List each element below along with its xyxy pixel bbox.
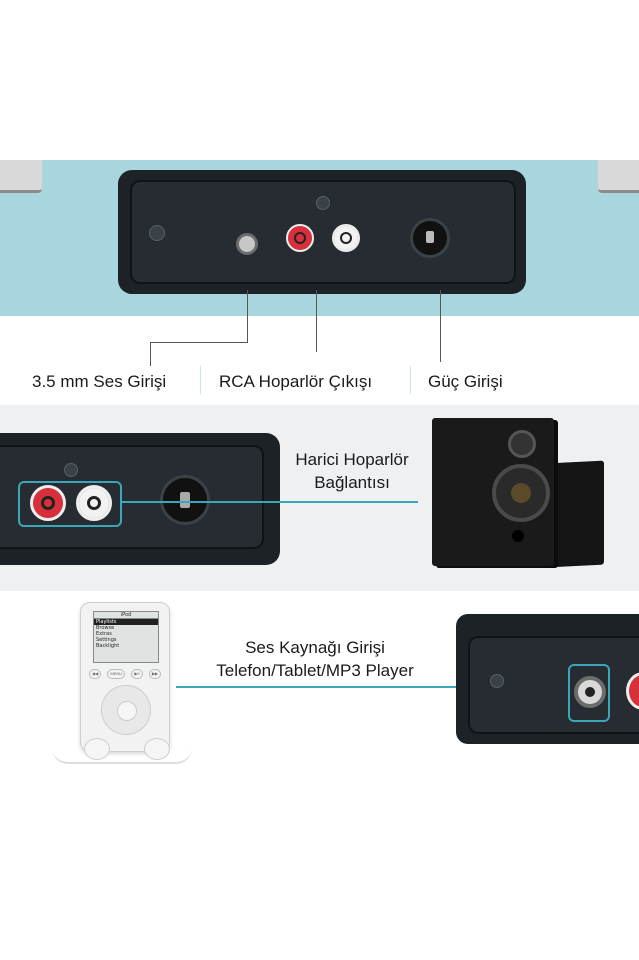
earbud-cable [52,748,192,764]
aux-jack-icon [574,676,606,708]
ipod-buttons-row: ◀◀ MENU ▶II ▶▶ [89,669,161,679]
ipod-button: ▶II [131,669,143,679]
separator [200,366,201,394]
label-rca-out: RCA Hoparlör Çıkışı [219,372,373,391]
leader-line [150,342,248,343]
separator [410,366,411,394]
connector-line [120,501,418,503]
leader-line [247,290,248,342]
screw-icon [149,225,165,241]
jack-plate [118,170,526,294]
ipod-device: iPod Playlists Browse Extras Settings Ba… [80,602,170,752]
ipod-title: iPod [94,612,158,619]
leader-line [440,290,441,362]
rca-red-jack-icon [30,485,66,521]
caption-speaker-line1: Harici Hoparlör [295,450,409,469]
ipod-menu-item: Playlists [94,619,158,625]
caption-source: Ses Kaynağı Girişi Telefon/Tablet/MP3 Pl… [196,636,434,682]
ipod-menu-item: Browse [96,625,115,631]
right-latch [598,160,639,193]
ipod-menu-item: Backlight [96,643,120,649]
power-jack-icon [160,475,210,525]
aux-jack-icon [236,233,258,255]
leader-line [316,290,317,352]
label-power-in: Güç Girişi [428,372,503,391]
ipod-button: ▶▶ [148,669,161,679]
jack-plate-zoom [0,433,280,565]
ipod-menu-item: Settings [96,637,117,643]
caption-speaker: Harici Hoparlör Bağlantısı [282,448,422,494]
rca-white-jack-icon [76,485,112,521]
connector-line [176,686,572,688]
ipod-button: ◀◀ [89,669,102,679]
rca-red-jack-icon [286,224,314,252]
ipod-click-wheel [101,685,151,735]
ipod-menu-item: Extras [96,631,112,637]
aux-highlight-box [568,664,610,722]
caption-speaker-line2: Bağlantısı [314,473,390,492]
ipod-button: MENU [107,669,126,679]
screw-icon [316,196,330,210]
ipod-screen: iPod Playlists Browse Extras Settings Ba… [93,611,159,663]
rca-white-jack-icon [332,224,360,252]
rca-highlight-box [18,481,122,527]
leader-line [150,342,151,366]
left-latch [0,160,42,193]
label-audio-in: 3.5 mm Ses Girişi [32,372,167,391]
case-back-view [0,160,639,316]
caption-source-line2: Telefon/Tablet/MP3 Player [216,661,414,680]
screw-icon [490,674,504,688]
screw-icon [64,463,78,477]
speaker-icon [432,418,554,566]
speaker-icon [548,460,604,568]
power-jack-icon [410,218,450,258]
caption-source-line1: Ses Kaynağı Girişi [245,638,385,657]
jack-plate-zoom [456,614,639,744]
